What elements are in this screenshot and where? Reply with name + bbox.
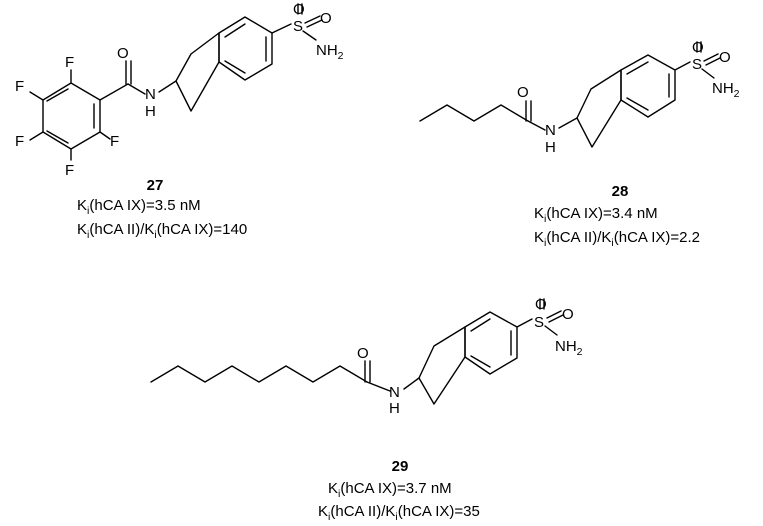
compound-27: F F F F F O N H S O O NH2 27 Ki(hCA IX)=…	[15, 1, 344, 241]
compound-29-ring-double-bond	[470, 318, 491, 332]
compound-28-bond	[527, 120, 546, 131]
compound-28-bond	[674, 61, 691, 71]
compound-29-atom-nh2: NH2	[555, 338, 583, 358]
compound-28-atom-h: H	[545, 139, 556, 156]
compound-27-selectivity-label: Ki(hCA II)/Ki(hCA IX)=140	[77, 221, 247, 241]
compound-27-atom-f: F	[15, 78, 24, 95]
compound-28-ring-double-bond	[626, 97, 649, 111]
compound-28-selectivity-label: Ki(hCA II)/Ki(hCA IX)=2.2	[534, 229, 700, 249]
compound-27-so-double	[306, 19, 323, 28]
compound-29-alkyl-chain	[150, 365, 368, 383]
compound-28-ki-label: Ki(hCA IX)=3.4 nM	[534, 205, 658, 225]
compound-28-atom-o: O	[692, 39, 704, 56]
compound-29-bond	[366, 381, 391, 392]
compound-27-bond	[271, 23, 292, 34]
compound-27-ring-double-bond	[46, 88, 69, 102]
compound-29-so-double	[546, 310, 562, 319]
compound-28-so-double	[703, 53, 719, 62]
compound-28-so-double	[705, 57, 721, 66]
compound-27-atom-o: O	[293, 1, 305, 18]
compound-29-ki-label: Ki(hCA IX)=3.7 nM	[328, 480, 452, 500]
compound-29-cyclopentane	[418, 326, 466, 405]
compound-29-so-double	[548, 314, 564, 323]
compound-28-atom-o: O	[517, 84, 529, 101]
compound-27-atom-f: F	[65, 54, 74, 71]
compound-28-ring-double-bond	[626, 61, 649, 75]
compound-27-ki-label: Ki(hCA IX)=3.5 nM	[77, 197, 201, 217]
compound-28-number: 28	[612, 183, 629, 200]
compound-27-cyclopentane	[175, 32, 220, 112]
compound-28-atom-n: N	[545, 122, 556, 139]
compound-27-ring-double-bond	[224, 23, 246, 38]
compound-29-atom-n: N	[389, 384, 400, 401]
compound-27-bonds	[29, 3, 323, 161]
compound-29-number: 29	[392, 458, 409, 475]
compound-27-bond	[158, 80, 177, 93]
compound-27-bond	[127, 83, 146, 95]
compound-28-alkyl-chain	[419, 104, 529, 122]
compound-27-bond	[99, 83, 129, 101]
compound-28-bond	[558, 117, 578, 129]
compound-29-selectivity-label: Ki(hCA II)/Ki(hCA IX)=35	[318, 503, 480, 523]
compound-27-bond	[302, 30, 317, 41]
compound-28-cyclopentane	[576, 69, 622, 148]
compound-29-bond	[544, 325, 558, 336]
compound-29-bond	[516, 318, 533, 328]
compound-27-bond-f	[29, 91, 44, 101]
compound-29-bonds	[150, 298, 564, 405]
compound-28-atom-o: O	[719, 49, 731, 66]
compound-27-atom-n: N	[145, 86, 156, 103]
compound-27-atom-nh2: NH2	[316, 42, 344, 62]
compound-28-atom-nh2: NH2	[712, 80, 740, 100]
compound-28-bond	[701, 68, 715, 79]
compound-27-atom-h: H	[145, 103, 156, 120]
compound-29-atom-o: O	[562, 306, 574, 323]
compound-28-indane-benzene	[620, 54, 676, 118]
compound-29-atom-s: S	[534, 314, 544, 331]
compound-29: O N H S O O NH2 29 Ki(hCA IX)=3.7 nM Ki(…	[150, 296, 583, 523]
compound-29-atom-o: O	[535, 296, 547, 313]
compound-27-bond-f	[29, 131, 44, 141]
compound-29-atom-h: H	[389, 400, 400, 417]
compound-27-ring-double-bond	[46, 130, 69, 144]
compound-28-atom-s: S	[692, 56, 702, 73]
compound-27-atom-s: S	[293, 18, 303, 35]
compound-27-atom-f: F	[65, 162, 74, 179]
compound-27-number: 27	[147, 177, 164, 194]
compound-27-indane-benzene	[218, 16, 273, 81]
compound-29-indane-benzene	[464, 311, 518, 375]
compound-27-so-double	[304, 15, 321, 24]
compound-29-atom-o: O	[357, 345, 369, 362]
compound-27-atom-o: O	[117, 45, 129, 62]
compound-27-atom-f: F	[15, 133, 24, 150]
compound-27-atom-o: O	[320, 10, 332, 27]
compound-29-bond	[403, 377, 420, 390]
compound-28-bonds	[419, 41, 721, 148]
compound-27-atom-f: F	[110, 133, 119, 150]
compound-27-ring-double-bond	[224, 60, 246, 74]
compound-28: O N H S O O NH2 28 Ki(hCA IX)=3.4 nM Ki(…	[419, 39, 740, 249]
compound-29-ring-double-bond	[470, 355, 491, 368]
compound-27-phenyl-ring	[42, 82, 101, 150]
compound-27-bond-f	[99, 131, 111, 140]
